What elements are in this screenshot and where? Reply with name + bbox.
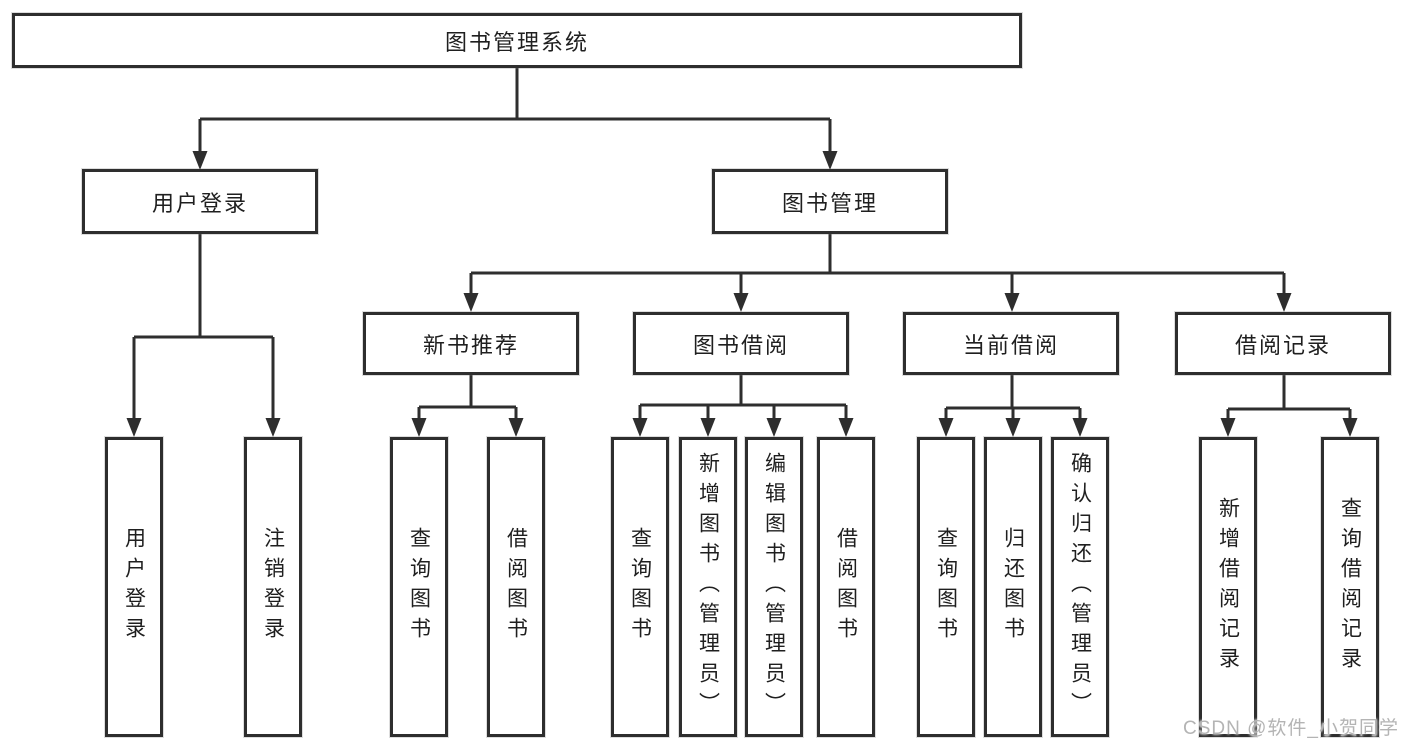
watermark-text: CSDN @软件_小贺同学 <box>1183 718 1399 739</box>
leaf-user-login: 用户登录 <box>105 437 163 737</box>
leaf-br-query-record: 查询借阅记录 <box>1321 437 1379 737</box>
leaf-label: 归还图书 <box>1001 527 1025 647</box>
leaf-cb-return-books: 归还图书 <box>984 437 1042 737</box>
leaf-label: 借阅图书 <box>834 527 858 647</box>
leaf-label: 编辑图书（管理员） <box>762 452 786 722</box>
leaf-label: 新增图书（管理员） <box>696 452 720 722</box>
node-new-book-recommendation: 新书推荐 <box>363 312 579 375</box>
leaf-cb-query-books: 查询图书 <box>917 437 975 737</box>
leaf-label: 查询图书 <box>934 527 958 647</box>
leaf-br-add-record: 新增借阅记录 <box>1199 437 1257 737</box>
leaf-label: 借阅图书 <box>504 527 528 647</box>
leaf-label: 确认归还（管理员） <box>1068 452 1092 722</box>
leaf-label: 查询图书 <box>628 527 652 647</box>
node-book-borrowing: 图书借阅 <box>633 312 849 375</box>
leaf-label: 新增借阅记录 <box>1216 497 1240 677</box>
leaf-logout: 注销登录 <box>244 437 302 737</box>
leaf-nb-query-books: 查询图书 <box>390 437 448 737</box>
node-current-borrowing: 当前借阅 <box>903 312 1119 375</box>
node-user-login: 用户登录 <box>82 169 318 234</box>
leaf-cb-confirm-return-admin: 确认归还（管理员） <box>1051 437 1109 737</box>
leaf-nb-borrow-books: 借阅图书 <box>487 437 545 737</box>
leaf-bb-borrow-books: 借阅图书 <box>817 437 875 737</box>
leaf-label: 用户登录 <box>122 527 146 647</box>
leaf-label: 注销登录 <box>261 527 285 647</box>
node-book-management: 图书管理 <box>712 169 948 234</box>
node-library-management-system: 图书管理系统 <box>12 13 1022 68</box>
leaf-bb-edit-books-admin: 编辑图书（管理员） <box>745 437 803 737</box>
node-borrowing-records: 借阅记录 <box>1175 312 1391 375</box>
leaf-label: 查询借阅记录 <box>1338 497 1362 677</box>
leaf-bb-add-books-admin: 新增图书（管理员） <box>679 437 737 737</box>
leaf-label: 查询图书 <box>407 527 431 647</box>
leaf-bb-query-books: 查询图书 <box>611 437 669 737</box>
